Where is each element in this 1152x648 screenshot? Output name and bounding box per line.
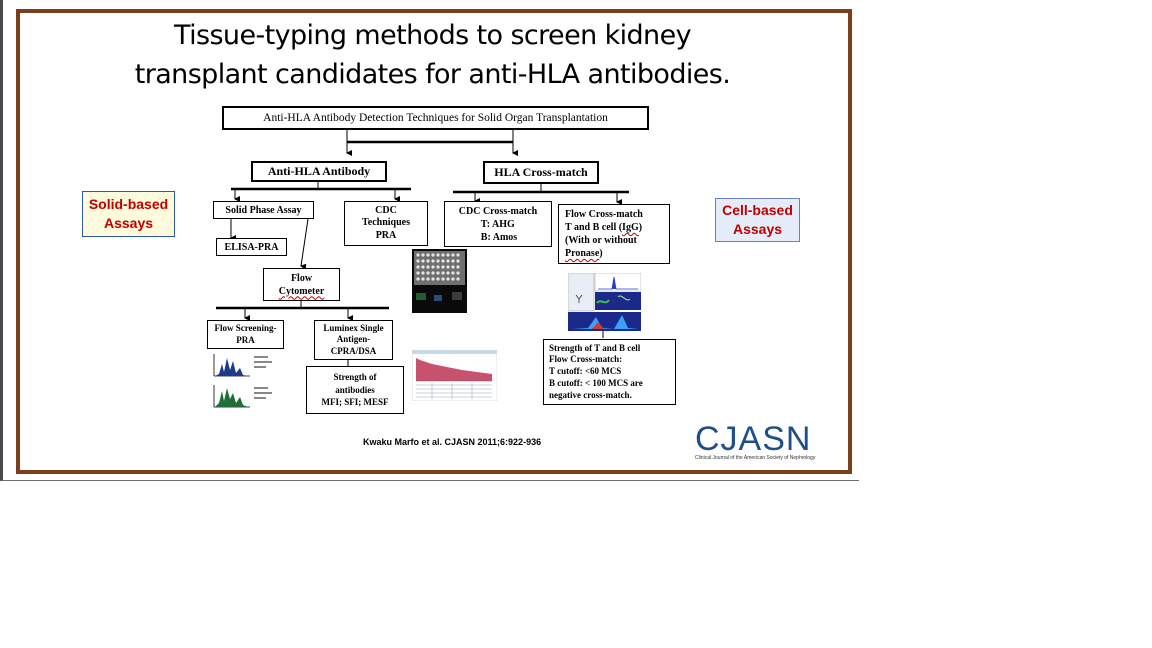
flow-crossmatch-igg: IgG [622,221,639,233]
cjasn-logo-tagline: Clinical Journal of the American Society… [695,455,816,461]
luminex-line3: CPRA/DSA [330,345,377,356]
flow-crossmatch-image [568,273,641,331]
flow-cytometer-line2: Cytometer [278,285,325,297]
strength-antibodies-line2: antibodies [335,384,375,395]
cdc-crossmatch-line3: B: Amos [480,231,518,243]
strength-cell-box: Strength of T and B cell Flow Cross-matc… [543,339,676,405]
cdc-tray-image [412,249,467,313]
strength-cell-line3: T cutoff: <60 MCS [549,366,622,377]
root-box: Anti-HLA Antibody Detection Techniques f… [222,106,649,130]
strength-cell-line2: Flow Cross-match: [549,354,623,365]
flow-crossmatch-paren: ) [638,221,643,233]
strength-cell-line4: B cutoff: < 100 MCS are [549,377,643,388]
elisa-pra-label: ELISA-PRA [224,241,279,253]
cell-based-label-line1: Cell-based [722,202,793,219]
slide-title-line1: Tissue-typing methods to screen kidney [174,20,692,51]
flow-crossmatch-pronase: Pronase [565,248,600,260]
diagram-connectors [216,130,629,367]
luminex-spectrum-image [412,350,497,401]
solid-phase-assay-box: Solid Phase Assay [213,201,314,219]
cdc-techniques-line3: PRA [375,229,397,241]
luminex-line2: Antigen- [336,334,371,345]
flow-histogram-image-1 [210,352,276,379]
flow-crossmatch-paren2: ) [599,248,603,260]
flow-histogram-image-2 [210,383,276,410]
luminex-line1: Luminex Single [323,323,384,334]
cdc-crossmatch-line2: T: AHG [480,218,515,230]
hla-crossmatch-label: HLA Cross-match [494,165,588,179]
flow-crossmatch-tb: T and B cell ( [565,221,623,233]
cdc-crossmatch-line1: CDC Cross-match [458,205,538,217]
flow-cytometer-line1: Flow [290,272,313,284]
cjasn-logo: CJASN Clinical Journal of the American S… [695,422,833,461]
document-viewer: Tissue-typing methods to screen kidney t… [0,0,859,481]
citation: Kwaku Marfo et al. CJASN 2011;6:922-936 [363,437,542,447]
solid-based-label-line2: Assays [103,215,154,231]
cell-based-label-line2: Assays [732,221,783,237]
flow-crossmatch-line4: Pronase) [565,247,643,260]
flow-screening-line1: Flow Screening- [214,323,277,334]
hla-crossmatch-box: HLA Cross-match [483,161,599,184]
slide-title-line2: transplant candidates for anti-HLA antib… [134,59,731,90]
elisa-pra-box: ELISA-PRA [216,238,287,256]
flow-crossmatch-line3: (With or without [565,235,637,246]
flow-screening-box: Flow Screening-PRA [207,320,284,349]
strength-antibodies-line3: MFI; SFI; MESF [321,397,389,408]
flow-screening-line2: PRA [236,334,255,345]
flow-crossmatch-line1: Flow Cross-match [565,208,643,220]
anti-hla-antibody-label: Anti-HLA Antibody [267,164,371,178]
cdc-techniques-line2: Techniques [362,217,410,229]
solid-based-label-line1: Solid-based [88,196,169,213]
strength-cell-line5: negative cross-match. [549,389,632,400]
anti-hla-antibody-box: Anti-HLA Antibody [251,161,387,182]
flow-crossmatch-line2: T and B cell (IgG) [565,221,643,234]
strength-antibodies-line1: Strength of [333,372,377,383]
cjasn-logo-wordmark: CJASN [695,420,812,458]
solid-phase-assay-label: Solid Phase Assay [225,204,302,216]
strength-cell-line1: Strength of T and B cell [549,342,641,353]
cdc-techniques-line1: CDC [375,204,397,216]
root-label: Anti-HLA Antibody Detection Techniques f… [263,112,608,124]
flow-crossmatch-box: Flow Cross-match T and B cell (IgG) (Wit… [558,204,670,264]
